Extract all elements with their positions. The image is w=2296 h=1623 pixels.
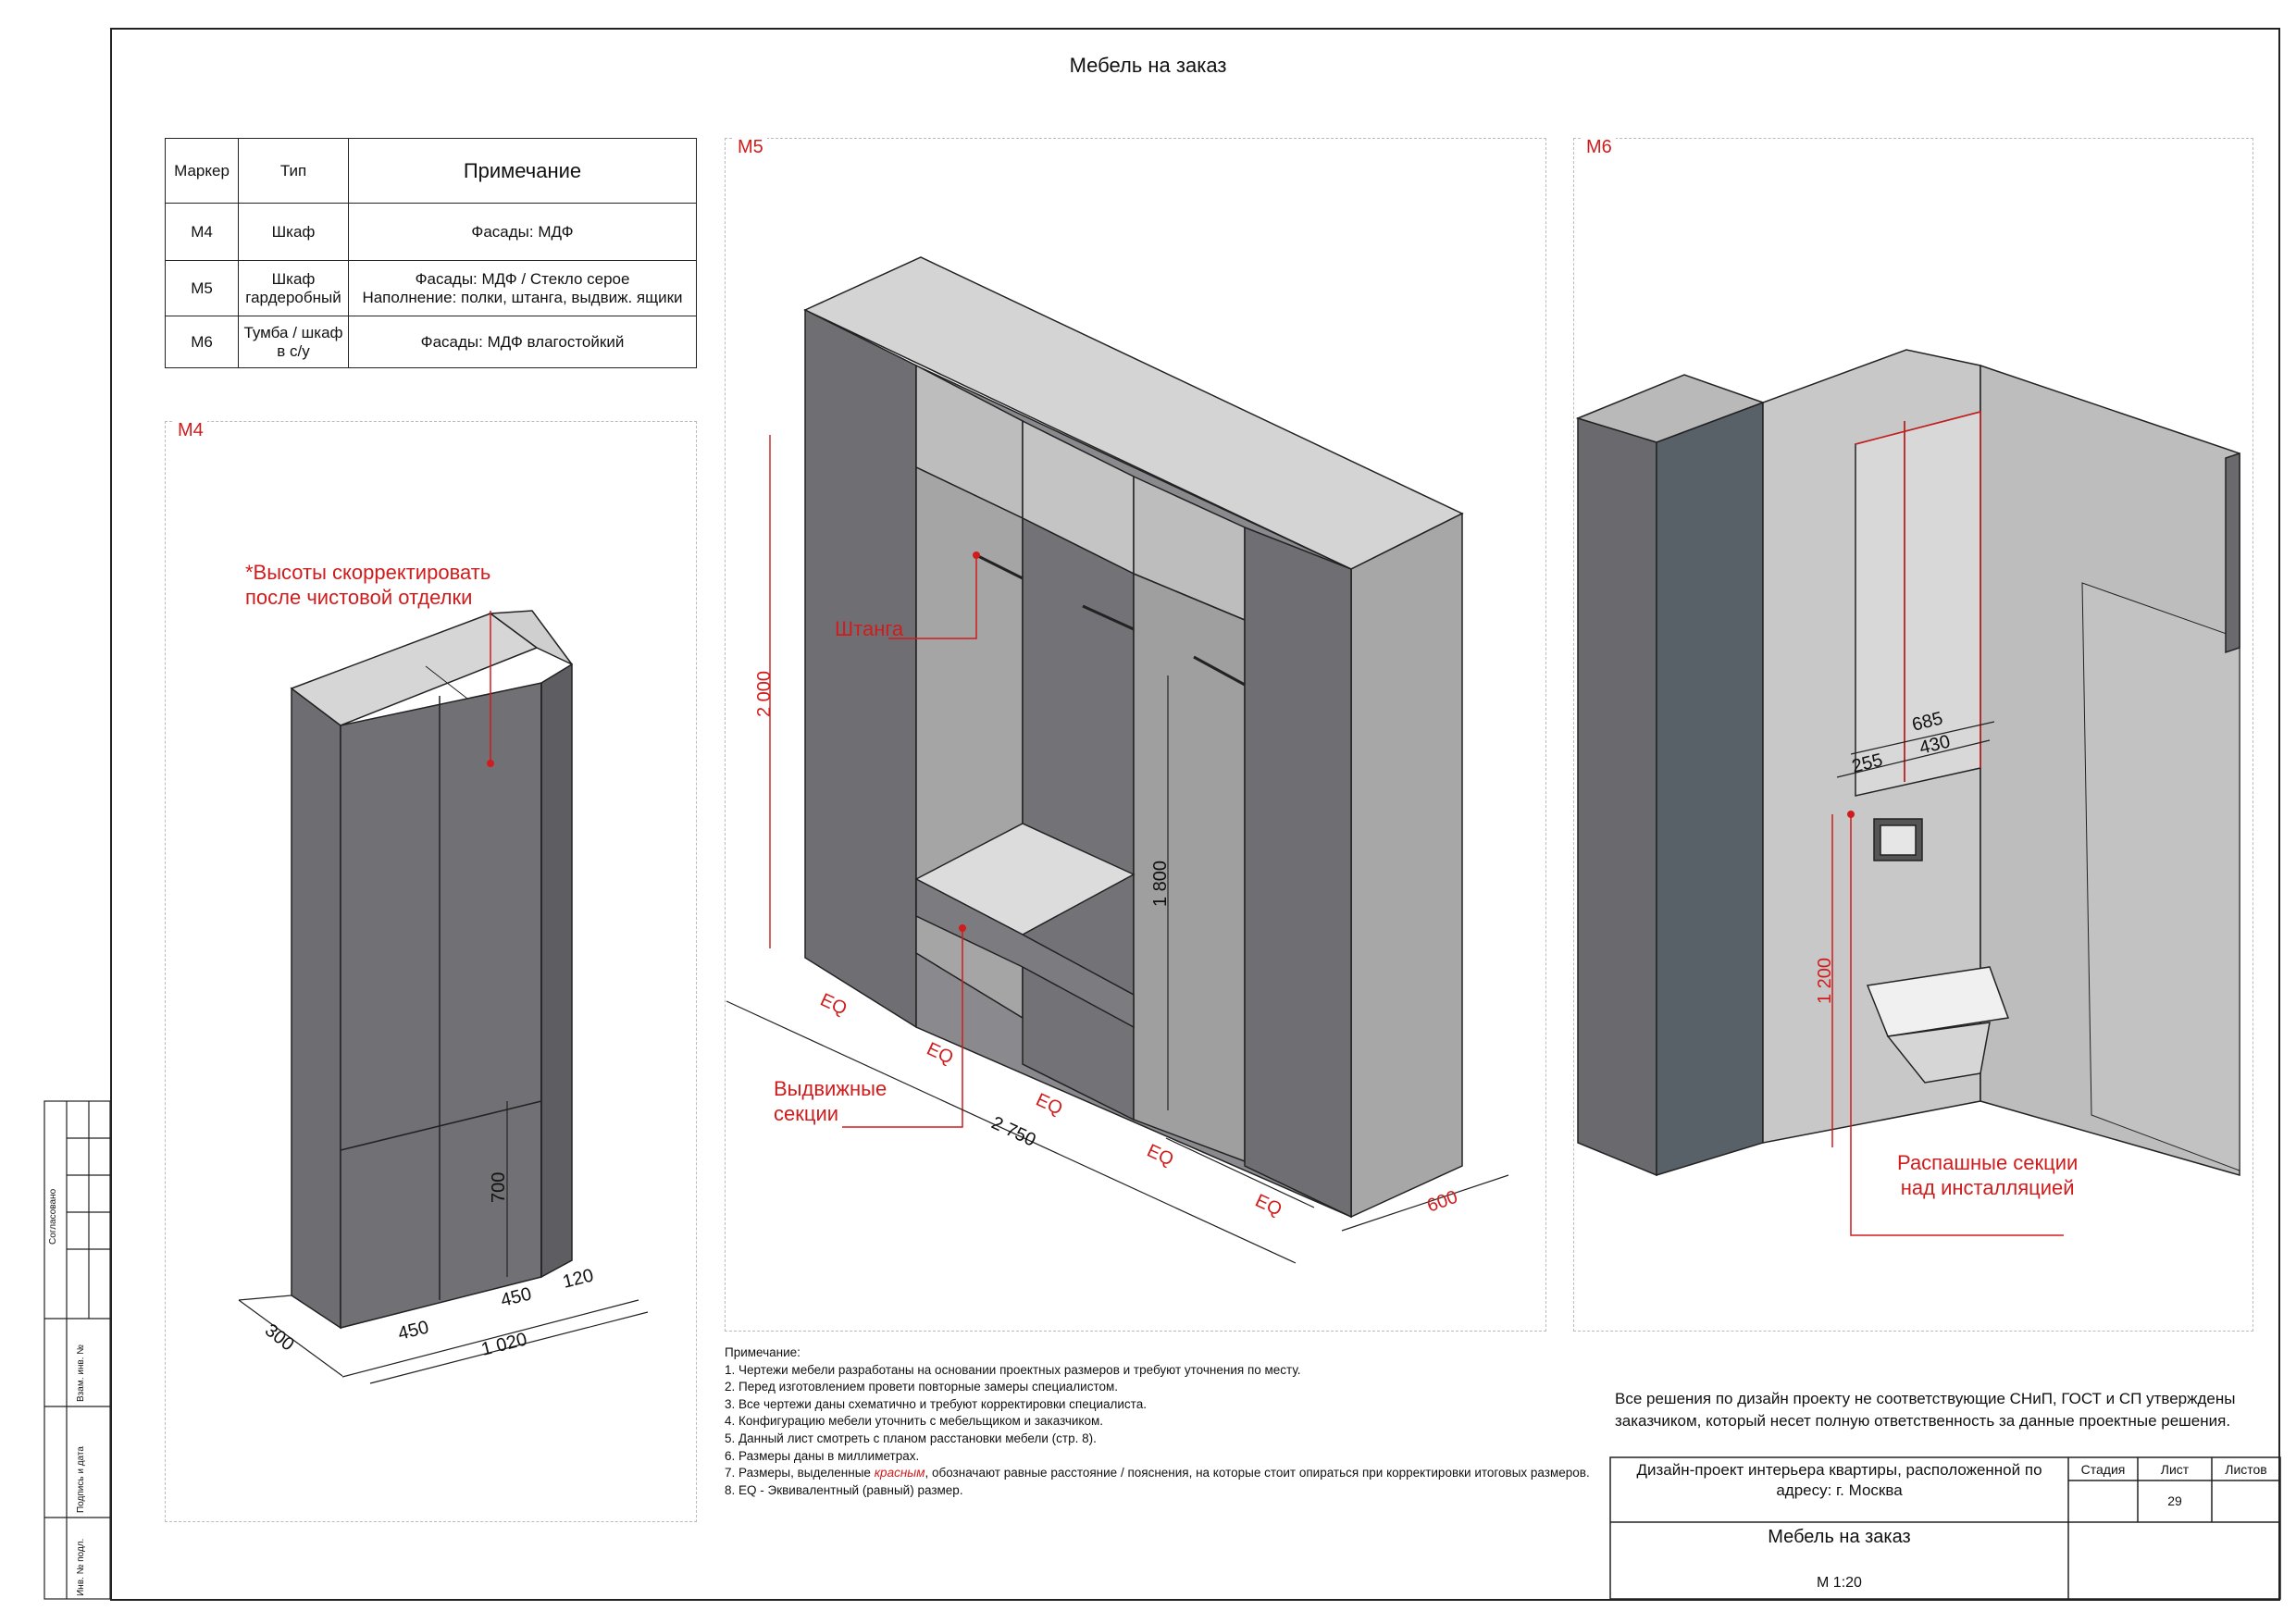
m5-dim-eq5: EQ [1252, 1191, 1285, 1220]
m5-dim-eq3: EQ [1033, 1090, 1065, 1120]
title-block-stage-label: Стадия [2080, 1462, 2126, 1477]
note-item: 4. Конфигурацию мебели уточнить с мебель… [725, 1414, 1104, 1429]
panel-m5-tag: М5 [734, 137, 767, 158]
m4-note-line1: *Высоты скорректировать [245, 561, 491, 584]
row-marker: М6 [165, 316, 239, 368]
row-type-line1: Тумба / шкаф [243, 323, 343, 341]
general-notes: Примечание: 1. Чертежи мебели разработан… [725, 1344, 1604, 1499]
m4-dim-height: 700 [489, 1172, 509, 1203]
panel-m6 [1573, 138, 2253, 1332]
note-item: 1. Чертежи мебели разработаны на основан… [725, 1362, 1301, 1377]
page-title: Мебель на заказ [1069, 54, 1227, 77]
title-block-sheets-label: Листов [2225, 1462, 2267, 1477]
m4-note-line2: после чистовой отделки [245, 586, 473, 609]
side-stamp-grid [43, 1100, 111, 1600]
panel-m5 [725, 138, 1546, 1332]
note-7-pre: 7. Размеры, выделенные [725, 1466, 875, 1481]
notes-heading: Примечание: [725, 1345, 800, 1359]
m6-dim-height: 1 200 [1815, 958, 1835, 1004]
note-7-red: красным [874, 1466, 925, 1481]
note-item-7: 7. Размеры, выделенные красным, обознача… [725, 1465, 1604, 1482]
m4-dim-depth: 300 [261, 1320, 298, 1356]
row-note: Фасады: МДФ влагостойкий [348, 316, 697, 368]
m5-label-drawers-line2: секции [774, 1102, 839, 1125]
table-header-note: Примечание [348, 138, 697, 204]
note-7-post: , обозначают равные расстояние / пояснен… [925, 1466, 1590, 1481]
m6-dimension-lines [1836, 721, 1995, 778]
m4-dim-w1: 450 [396, 1317, 431, 1344]
m5-label-drawers-line1: Выдвижные [774, 1077, 887, 1100]
title-block-project: Дизайн-проект интерьера квартиры, распол… [1636, 1461, 2042, 1499]
note-item: 2. Перед изготовлением провети повторные… [725, 1380, 1119, 1394]
m5-dim-eq1: EQ [817, 990, 850, 1020]
row-note: Фасады: МДФ [348, 203, 697, 261]
title-block-sheet-number: 29 [2167, 1493, 2182, 1508]
side-stamp-replaced-inv: Взам. инв. № [76, 1344, 86, 1402]
disclaimer: Все решения по дизайн проекту не соответ… [1615, 1390, 2236, 1430]
m4-dim-w3: 120 [561, 1265, 596, 1292]
m5-dim-total: 2 750 [988, 1113, 1039, 1151]
m4-cabinet-drawing [290, 610, 573, 1330]
m4-note: *Высоты скорректировать после чистовой о… [245, 560, 490, 610]
row-type-line2: в с/у [277, 341, 310, 360]
title-block-scale: М 1:20 [1817, 1575, 1862, 1591]
panel-m4-tag: М4 [174, 420, 207, 441]
m6-label: Распашные секции над инсталляцией [1897, 1150, 2078, 1200]
note-item: 3. Все чертежи даны схематично и требуют… [725, 1396, 1147, 1411]
note-item: 8. EQ - Эквивалентный (равный) размер. [725, 1482, 963, 1497]
row-type-line2: гардеробный [245, 288, 341, 306]
title-block-sheet-label: Лист [2160, 1462, 2190, 1477]
row-marker: М5 [165, 260, 239, 316]
m5-label-rod: Штанга [835, 617, 904, 640]
m6-bathroom-drawing [1575, 349, 2240, 1177]
m6-label-line2: над инсталляцией [1900, 1176, 2075, 1199]
side-stamp-inv-original: Инв. № подл. [76, 1538, 86, 1596]
m4-dim-total: 1 020 [479, 1329, 529, 1359]
row-type-line1: Шкаф [271, 269, 316, 288]
m5-dim-eq4: EQ [1144, 1141, 1176, 1171]
m4-dimension-lines [238, 1101, 649, 1384]
note-item: 5. Данный лист смотреть с планом расстан… [725, 1431, 1097, 1445]
note-item: 6. Размеры даны в миллиметрах. [725, 1448, 920, 1463]
m5-dim-inner-height: 1 800 [1150, 861, 1171, 907]
furniture-spec-table: Маркер Тип Примечание М4 Шкаф Фасады: МД… [165, 138, 697, 368]
title-block-grid [1609, 1456, 2281, 1600]
title-block-sheet-title: Мебель на заказ [1768, 1527, 1911, 1547]
side-stamp-agreed: Согласовано [48, 1188, 58, 1245]
m5-wardrobe-drawing [803, 256, 1464, 1219]
sheet-frame [110, 28, 2280, 1601]
m5-label-drawers: Выдвижные секции [774, 1076, 887, 1126]
m5-dim-depth: 600 [1424, 1187, 1460, 1217]
side-stamp-signature-date: Подпись и дата [76, 1446, 86, 1513]
row-note-line2: Наполнение: полки, штанга, выдвиж. ящики [362, 288, 683, 306]
table-row: М4 Шкаф Фасады: МДФ [165, 203, 697, 261]
panel-m4 [165, 421, 697, 1522]
m6-label-line1: Распашные секции [1897, 1151, 2079, 1174]
m5-dim-height: 2 000 [754, 671, 775, 717]
m4-dim-w2: 450 [499, 1283, 534, 1310]
row-note-line1: Фасады: МДФ / Стекло серое [415, 269, 630, 288]
panel-m6-tag: М6 [1582, 137, 1616, 158]
